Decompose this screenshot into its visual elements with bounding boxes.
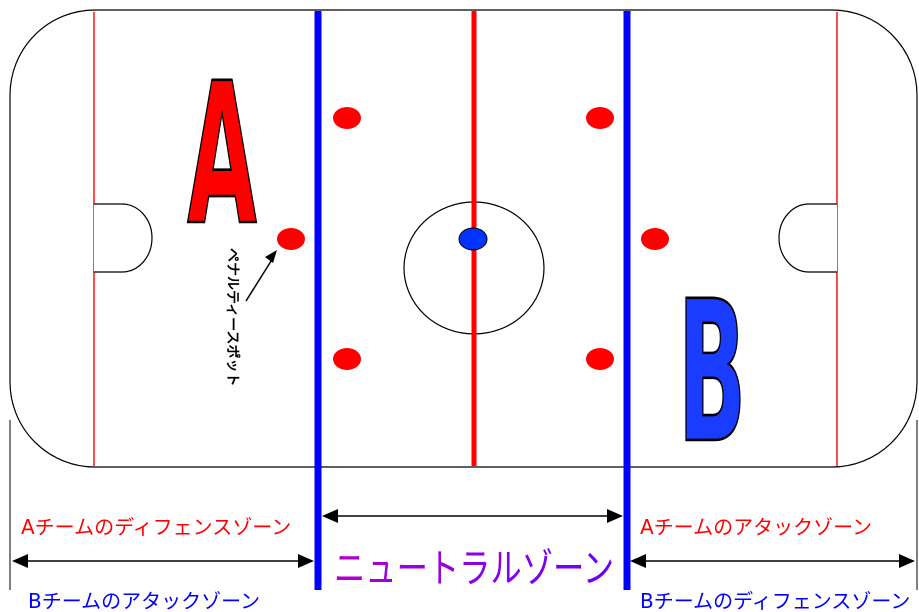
penalty-spot-arrow <box>245 257 274 302</box>
faceoff-spot <box>333 348 361 370</box>
team-b-letter: B <box>678 259 747 486</box>
arrow-head-icon <box>630 554 646 568</box>
arrow-head-icon <box>607 509 623 523</box>
zone-label-a-defense: Aチームのディフェンスゾーン <box>21 515 291 539</box>
zone-label-b-defense: Bチームのディフェンスゾーン <box>640 589 910 612</box>
goal-crease-right <box>778 203 837 273</box>
arrow-head-icon <box>322 509 338 523</box>
arrow-head-icon <box>899 554 915 568</box>
zone-label-a-attack: Aチームのアタックゾーン <box>640 515 872 539</box>
neutral-zone-label: ニュートラルゾーン <box>334 546 614 592</box>
center-faceoff-spot <box>458 227 488 251</box>
penalty-spot <box>277 228 305 250</box>
arrow-head-icon <box>298 554 314 568</box>
arrow-head-icon <box>265 250 277 263</box>
arrow-head-icon <box>12 554 28 568</box>
penalty-spot-label: ペナルティースポット <box>224 248 241 386</box>
team-a-letter: A <box>187 41 257 268</box>
faceoff-spot <box>333 107 361 129</box>
faceoff-spot <box>586 107 614 129</box>
goal-crease-left <box>94 203 153 273</box>
zone-label-b-attack: Bチームのアタックゾーン <box>28 589 260 612</box>
faceoff-spot <box>641 228 669 250</box>
faceoff-spot <box>586 348 614 370</box>
